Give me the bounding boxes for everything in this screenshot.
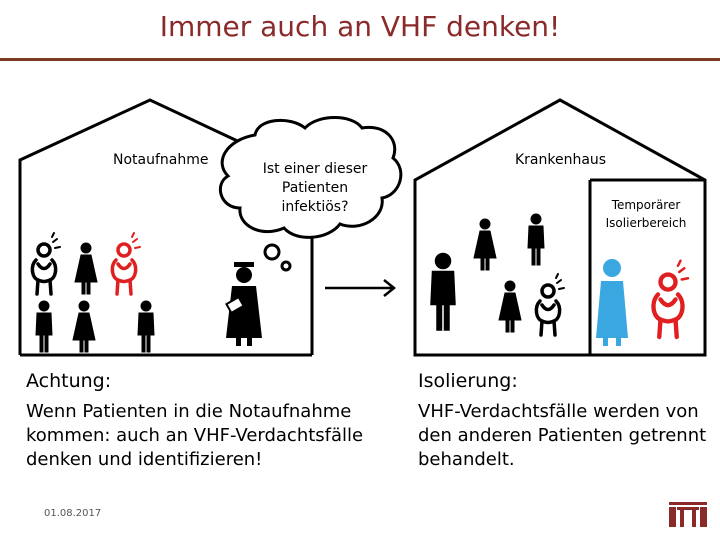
patient-icon: [35, 300, 53, 353]
patient-icon: [473, 218, 497, 271]
hospital-patients: [430, 213, 566, 337]
patient-icon: [534, 272, 566, 337]
patient-icon: [498, 280, 522, 333]
patient-icon: [430, 252, 456, 331]
hospital-logo-icon: [669, 502, 707, 527]
right-heading: Isolierung:: [418, 370, 518, 392]
suspect-patient-icon: [110, 231, 142, 296]
hospital-house: [413, 98, 707, 357]
isolation-label: Temporärer Isolierbereich: [605, 198, 687, 230]
thought-cloud: [218, 116, 403, 272]
right-body: VHF-Verdachtsfälle werden von den andere…: [418, 401, 707, 470]
arrow-icon: [325, 279, 397, 297]
isolated-patient-icon: [653, 261, 688, 337]
slide-title: Immer auch an VHF denken!: [159, 10, 561, 43]
doctor-icon: [596, 259, 628, 346]
patient-icon: [74, 242, 98, 295]
patient-icon: [72, 300, 96, 353]
patient-icon: [30, 231, 62, 296]
left-body: Wenn Patienten in die Notaufnahme kommen…: [26, 401, 364, 470]
left-house-label: Notaufnahme: [113, 152, 209, 168]
cloud-question: Ist einer dieser Patienten infektiös?: [262, 161, 368, 215]
patient-icon: [137, 300, 155, 353]
patient-icon: [527, 213, 545, 266]
waiting-patients: [30, 231, 155, 353]
title-divider: [0, 58, 720, 61]
nurse-icon: [225, 262, 262, 346]
isolation-area: [596, 259, 688, 346]
slide-date: 01.08.2017: [44, 508, 102, 519]
right-house-label: Krankenhaus: [515, 152, 607, 168]
left-heading: Achtung:: [26, 370, 112, 392]
